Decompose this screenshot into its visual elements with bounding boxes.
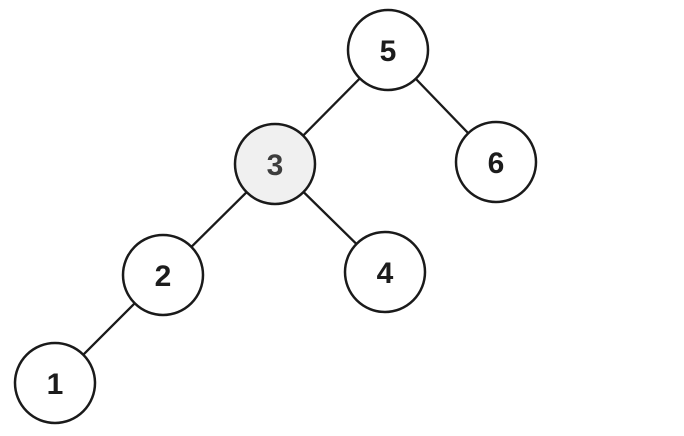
node-circle: [13, 341, 97, 425]
tree-node-3: 3: [233, 122, 317, 206]
node-value-label: 1: [47, 368, 64, 401]
node-value-label: 3: [267, 149, 284, 182]
tree-node-1: 1: [13, 341, 97, 425]
node-circle: [346, 8, 430, 92]
node-value-label: 5: [380, 35, 397, 68]
tree-node-5: 5: [346, 8, 430, 92]
tree-node-4: 4: [343, 230, 427, 314]
tree-node-2: 2: [121, 233, 205, 317]
node-circle: [454, 120, 538, 204]
node-value-label: 2: [155, 260, 172, 293]
node-circle: [343, 230, 427, 314]
tree-node-6: 6: [454, 120, 538, 204]
node-value-label: 4: [377, 257, 394, 290]
node-circle-highlighted: [233, 122, 317, 206]
node-value-label: 6: [488, 147, 505, 180]
node-circle: [121, 233, 205, 317]
